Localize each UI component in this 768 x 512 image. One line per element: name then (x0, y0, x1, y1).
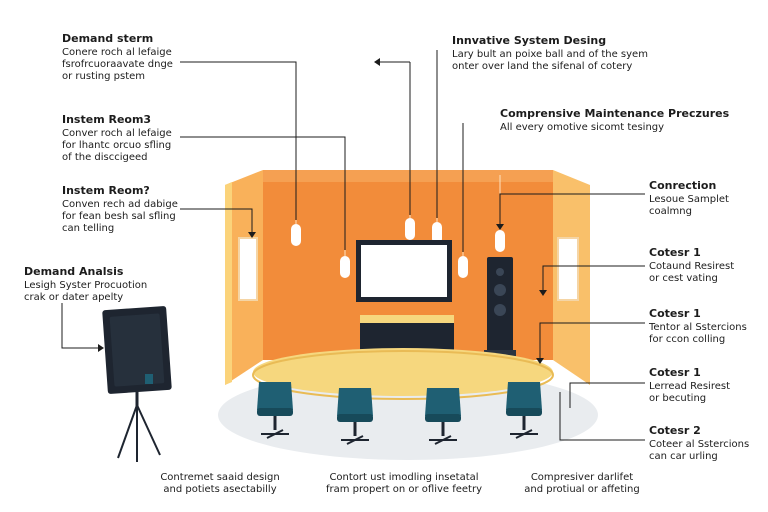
leader-line (499, 193, 645, 226)
display-screen-icon (356, 240, 452, 302)
arrowhead (374, 58, 380, 66)
arrowhead (539, 290, 547, 296)
bottom-note-1: Contremet saaid design and potiets asect… (160, 472, 280, 495)
left-wall-edge (225, 182, 232, 385)
leader-line (542, 265, 645, 292)
leader-line (569, 382, 645, 408)
leader-line (180, 208, 253, 232)
annotation-demand-sterm: Demand sterm Conere roch al lefaige fsro… (62, 32, 173, 82)
conference-table-edge (252, 350, 554, 400)
leader-line (559, 392, 645, 441)
annotation-cotesr-1-c: Cotesr 1 Lerread Resirest or becuting (649, 366, 730, 404)
console-top (360, 315, 454, 323)
office-chair-icon (425, 388, 461, 445)
office-chair-icon (257, 382, 293, 439)
tablet-on-tripod-icon (102, 306, 172, 462)
annotation-cotesr-1-b: Cotesr 1 Tentor al Sstercions for ccon c… (649, 307, 747, 345)
annotation-innvative-system-desing: Innvative System Desing Lary bult an poi… (452, 34, 648, 72)
office-chair-icon (337, 388, 373, 445)
annotation-demand-analsis: Demand Analsis Lesigh Syster Procuotion … (24, 265, 148, 303)
arrowhead (98, 344, 104, 352)
right-window (557, 237, 579, 301)
arrowhead (496, 224, 504, 230)
speaker-icon (484, 257, 516, 356)
office-chair-icon (506, 382, 542, 439)
leader-line (61, 303, 100, 349)
left-window (238, 237, 258, 301)
annotation-conrection: Conrection Lesoue Samplet coalmng (649, 179, 729, 217)
conference-table (253, 348, 553, 396)
console-cabinet (360, 323, 454, 351)
bottom-note-2: Contort ust imodling insetatal fram prop… (325, 472, 482, 495)
leader-line (180, 136, 346, 250)
leader-lines (61, 50, 645, 441)
arrowhead (536, 358, 544, 364)
annotation-instem-reom: Instem Reom? Conven rech ad dabige for f… (62, 184, 178, 234)
annotation-comprensive-maintenance: Comprensive Maintenance Preczures All ev… (500, 107, 730, 133)
arrowhead (248, 232, 256, 238)
bottom-note-3: Compresiver darlifet and protiual or aff… (524, 472, 640, 495)
leader-line (539, 322, 645, 360)
annotation-cotesr-2: Cotesr 2 Coteer al Sstercions can car ur… (649, 424, 750, 462)
back-wall-shade (263, 170, 553, 182)
annotation-instem-reom3: Instem Reom3 Conver roch al lefaige for … (62, 113, 172, 163)
arrowheads (98, 58, 547, 364)
annotation-cotesr-1-a: Cotesr 1 Cotaund Resirest or cest vating (649, 246, 735, 284)
leader-line (180, 61, 297, 220)
